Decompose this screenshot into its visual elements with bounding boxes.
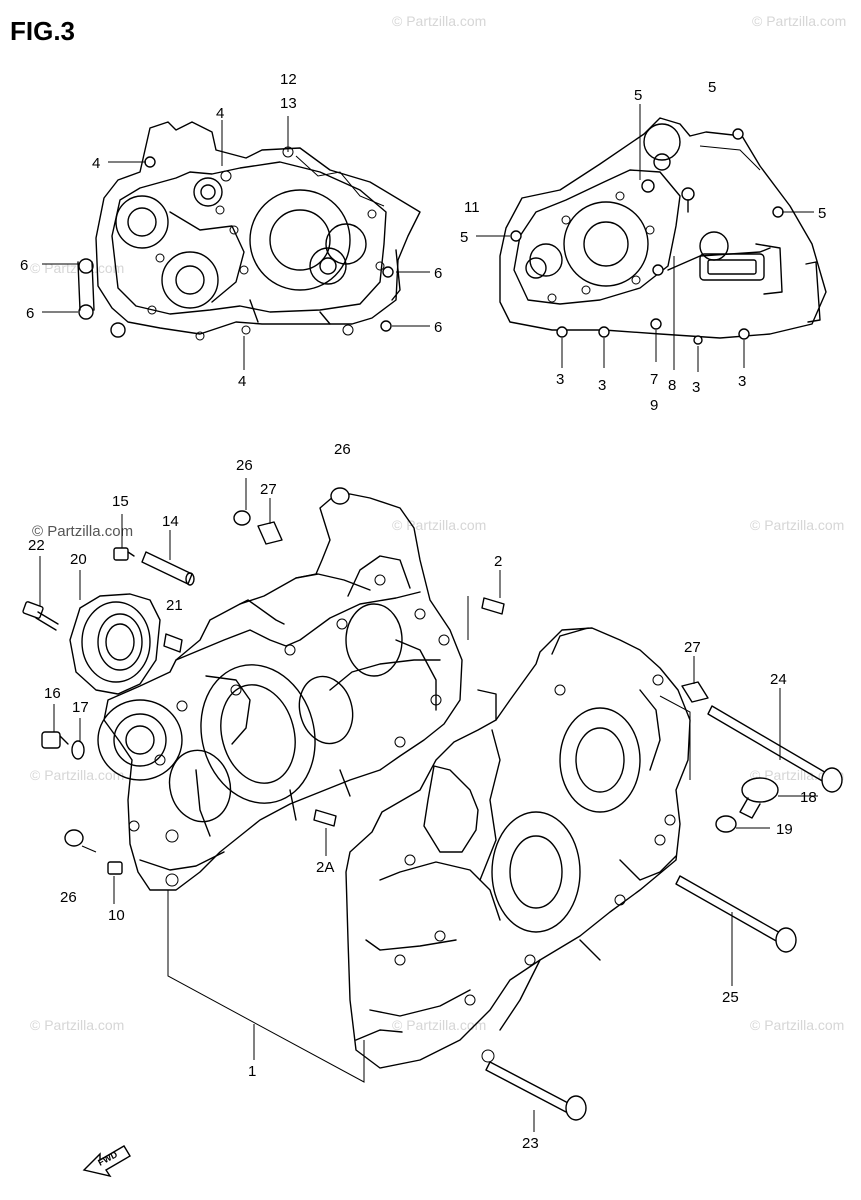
callout-10: 10 xyxy=(108,907,125,924)
plug-10 xyxy=(107,861,123,875)
bushing-27 xyxy=(257,521,709,703)
callout-6: 6 xyxy=(20,257,28,274)
watermarks: © Partzilla.com © Partzilla.com © Partzi… xyxy=(30,13,846,1033)
callout-6: 6 xyxy=(434,265,442,282)
callout-3: 3 xyxy=(556,371,564,388)
callout-27: 27 xyxy=(684,639,701,656)
callout-3: 3 xyxy=(738,373,746,390)
oil-filler-cap-18 xyxy=(739,777,779,819)
callout-14: 14 xyxy=(162,513,179,530)
watermark: © Partzilla.com xyxy=(392,13,486,29)
callout-4: 4 xyxy=(92,155,100,172)
callout-2: 2 xyxy=(494,553,502,570)
shaft-14 xyxy=(141,551,195,586)
watermark: © Partzilla.com xyxy=(30,767,124,783)
callout-13: 13 xyxy=(280,95,297,112)
forward-arrow-icon: FWD xyxy=(82,1145,131,1178)
callout-19: 19 xyxy=(776,821,793,838)
plug-16 xyxy=(41,731,69,749)
callout-26: 26 xyxy=(236,457,253,474)
callout-6: 6 xyxy=(434,319,442,336)
washer-17 xyxy=(71,740,85,760)
callout-9: 9 xyxy=(650,397,658,414)
callout-5: 5 xyxy=(460,229,468,246)
callout-17: 17 xyxy=(72,699,89,716)
figure-title: FIG.3 xyxy=(10,16,75,46)
bolt-25 xyxy=(675,875,797,953)
dowel-2 xyxy=(481,597,505,615)
callout-5: 5 xyxy=(818,205,826,222)
screw-15 xyxy=(113,547,135,561)
bolt-23 xyxy=(485,1061,587,1121)
callout-4: 4 xyxy=(238,373,246,390)
callout-8: 8 xyxy=(668,377,676,394)
callout-24: 24 xyxy=(770,671,787,688)
callout-27: 27 xyxy=(260,481,277,498)
callout-20: 20 xyxy=(70,551,87,568)
callout-25: 25 xyxy=(722,989,739,1006)
callout-6: 6 xyxy=(26,305,34,322)
watermark: © Partzilla.com xyxy=(30,260,124,276)
watermark: © Partzilla.com xyxy=(750,767,844,783)
left-crankcase-half xyxy=(103,493,463,891)
callout-26: 26 xyxy=(334,441,351,458)
dowel-21 xyxy=(163,633,183,653)
leader-lines xyxy=(39,104,818,1132)
watermark-overlay: © Partzilla.com xyxy=(32,523,133,540)
callout-5: 5 xyxy=(708,79,716,96)
callout-23: 23 xyxy=(522,1135,539,1152)
o-ring-19 xyxy=(715,815,737,833)
watermark: © Partzilla.com xyxy=(392,1017,486,1033)
callout-1: 1 xyxy=(248,1063,256,1080)
watermark: © Partzilla.com xyxy=(752,13,846,29)
callout-5: 5 xyxy=(634,87,642,104)
callout-12: 12 xyxy=(280,71,297,88)
bolt-22 xyxy=(22,601,59,631)
callouts: 12 13 4 4 4 6 6 6 6 5 5 5 5 11 3 3 3 3 7… xyxy=(20,71,826,1152)
callout-26: 26 xyxy=(60,889,77,906)
callout-15: 15 xyxy=(112,493,129,510)
watermark: © Partzilla.com xyxy=(30,1017,124,1033)
callout-18: 18 xyxy=(800,789,817,806)
callout-4: 4 xyxy=(216,105,224,122)
oil-seal xyxy=(97,699,183,781)
callout-3: 3 xyxy=(598,377,606,394)
washer-26 xyxy=(64,487,350,847)
callout-11: 11 xyxy=(464,199,480,216)
small-parts xyxy=(22,487,843,1121)
right-case-half-view xyxy=(499,117,827,345)
left-case-half-view xyxy=(77,121,421,341)
dowel-2A xyxy=(313,809,337,827)
callout-3: 3 xyxy=(692,379,700,396)
right-crankcase-half xyxy=(345,627,691,1069)
bearing-housing-20 xyxy=(69,593,161,695)
callout-16: 16 xyxy=(44,685,61,702)
watermark: © Partzilla.com xyxy=(750,517,844,533)
callout-21: 21 xyxy=(166,597,183,614)
callout-7: 7 xyxy=(650,371,658,388)
bolt-24 xyxy=(707,705,843,793)
watermark: © Partzilla.com xyxy=(392,517,486,533)
watermark: © Partzilla.com xyxy=(750,1017,844,1033)
callout-22: 22 xyxy=(28,537,45,554)
callout-2A: 2A xyxy=(316,859,334,876)
